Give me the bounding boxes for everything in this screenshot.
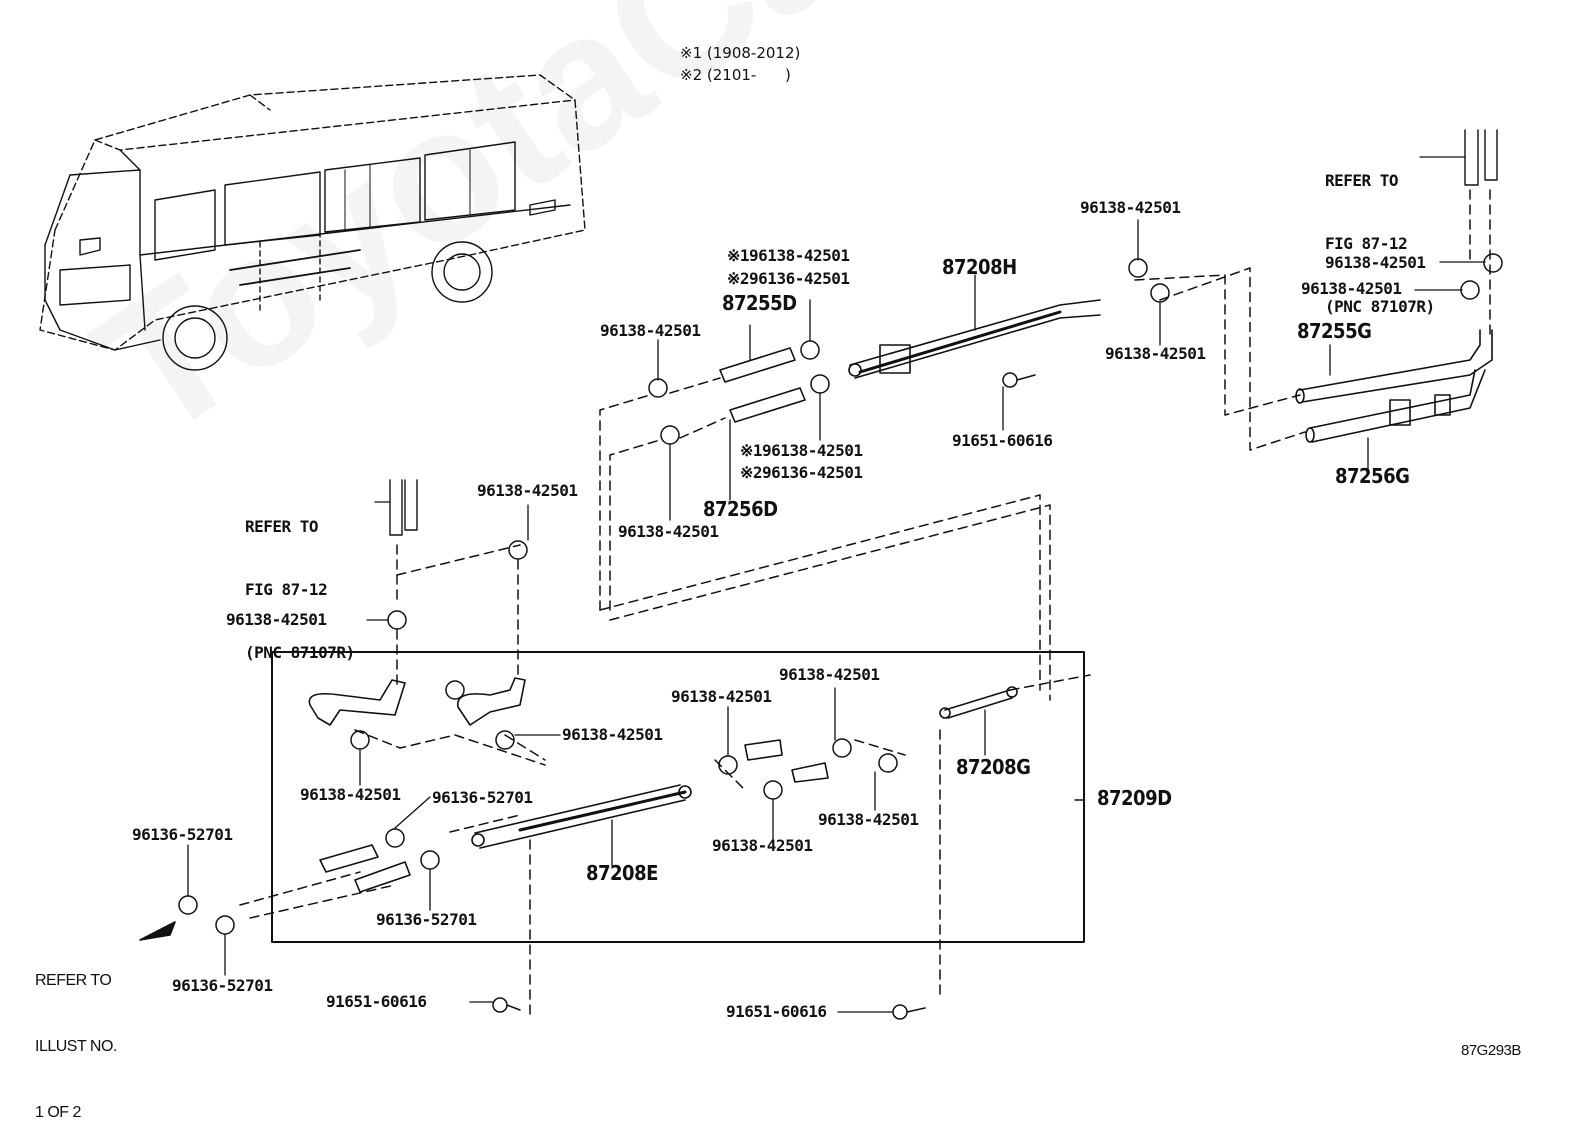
refer-fig-top-right[interactable]: REFER TO FIG 87-12 (PNC 87107R) (1325, 128, 1435, 338)
refer-tubes (389, 129, 1498, 536)
callout-96136-52701[interactable]: 96136-52701 (376, 910, 477, 929)
callout-note1-upper[interactable]: ※196138-42501 (727, 246, 850, 265)
assembly-lines (239, 189, 1491, 1021)
callout-96138-42501[interactable]: 96138-42501 (300, 785, 401, 804)
callout-96138-42501[interactable]: 96138-42501 (562, 725, 663, 744)
callout-96138-42501[interactable]: 96138-42501 (477, 481, 578, 500)
part-87255g[interactable]: 87255G (1297, 319, 1372, 343)
part-87256d[interactable]: 87256D (703, 497, 778, 521)
pipe-87255g (1295, 329, 1493, 404)
callout-96138-42501[interactable]: 96138-42501 (1301, 279, 1402, 298)
callout-96136-52701[interactable]: 96136-52701 (432, 788, 533, 807)
callout-96138-42501[interactable]: 96138-42501 (1105, 344, 1206, 363)
pipe-87208g (939, 686, 1018, 719)
part-87255d[interactable]: 87255D (722, 291, 797, 315)
hoses-upper (719, 347, 806, 423)
refer-line: REFER TO (1325, 171, 1399, 190)
refer-line: FIG 87-12 (1325, 234, 1408, 253)
callout-96138-42501[interactable]: 96138-42501 (618, 522, 719, 541)
part-87208e[interactable]: 87208E (586, 861, 658, 885)
pipe-87208e (471, 784, 692, 849)
part-87208g[interactable]: 87208G (956, 755, 1031, 779)
refer-line: REFER TO (35, 972, 112, 989)
assembly-87209d-box (271, 651, 1085, 943)
pipe-87256g (1305, 369, 1486, 443)
note-2: ※2 (2101- ) (680, 66, 791, 84)
callout-96138-42501[interactable]: 96138-42501 (671, 687, 772, 706)
callout-96138-42501[interactable]: 96138-42501 (226, 610, 327, 629)
refer-line: REFER TO (245, 517, 319, 536)
part-87209d[interactable]: 87209D (1097, 786, 1172, 810)
callout-91651-60616[interactable]: 91651-60616 (952, 431, 1053, 450)
refer-illust[interactable]: REFER TO ILLUST NO. 1 OF 2 (35, 926, 117, 1146)
refer-line: (PNC 87107R) (245, 643, 355, 662)
callout-91651-60616[interactable]: 91651-60616 (326, 992, 427, 1011)
part-87256g[interactable]: 87256G (1335, 464, 1410, 488)
refer-fig-left[interactable]: REFER TO FIG 87-12 (PNC 87107R) (245, 474, 355, 684)
leader-lines (187, 156, 1486, 1013)
pipe-87208h (848, 299, 1101, 379)
callout-96138-42501[interactable]: 96138-42501 (1325, 253, 1426, 272)
callout-96136-52701[interactable]: 96136-52701 (132, 825, 233, 844)
callout-96138-42501[interactable]: 96138-42501 (1080, 198, 1181, 217)
parts-diagram (39, 74, 1503, 1021)
callout-96138-42501[interactable]: 96138-42501 (712, 836, 813, 855)
arrow-icon (139, 921, 176, 941)
callout-note2-upper[interactable]: ※296136-42501 (727, 269, 850, 288)
refer-line: (PNC 87107R) (1325, 297, 1435, 316)
callout-96136-52701[interactable]: 96136-52701 (172, 976, 273, 995)
refer-line: 1 OF 2 (35, 1104, 81, 1121)
callout-note2-lower[interactable]: ※296136-42501 (740, 463, 863, 482)
refer-line: FIG 87-12 (245, 580, 328, 599)
refer-line: ILLUST NO. (35, 1038, 117, 1055)
callout-96138-42501[interactable]: 96138-42501 (779, 665, 880, 684)
part-87208h[interactable]: 87208H (942, 255, 1017, 279)
bolts (492, 372, 1036, 1020)
illustration-code: 87G293B (1461, 1042, 1521, 1059)
callout-note1-lower[interactable]: ※196138-42501 (740, 441, 863, 460)
bus-illustration (39, 74, 586, 371)
callout-96138-42501[interactable]: 96138-42501 (600, 321, 701, 340)
callout-96138-42501[interactable]: 96138-42501 (818, 810, 919, 829)
clamps (178, 253, 1503, 935)
note-1: ※1 (1908-2012) (680, 44, 801, 62)
hoses-lower (308, 677, 829, 893)
callout-91651-60616[interactable]: 91651-60616 (726, 1002, 827, 1021)
